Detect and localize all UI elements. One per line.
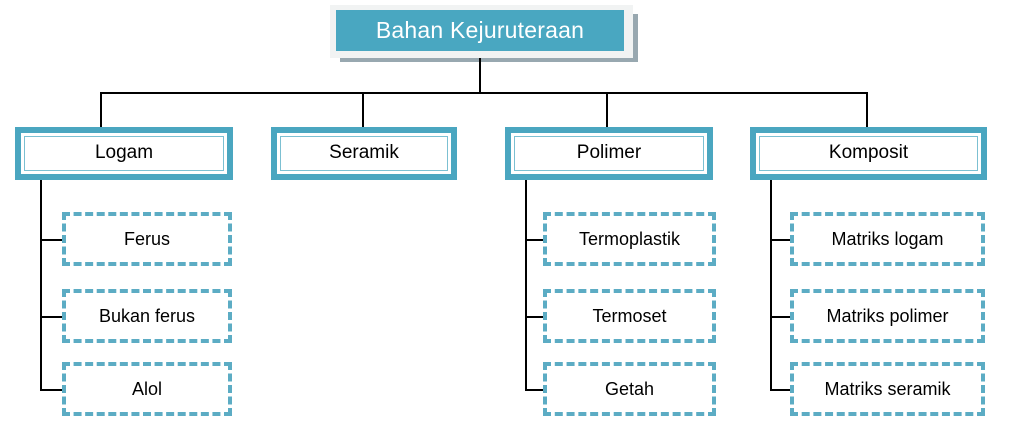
leaf-node-matriks-polimer-label: Matriks polimer bbox=[826, 305, 949, 326]
leaf-node-alol-label: Alol bbox=[131, 378, 162, 399]
leaf-node-bukan-ferus[interactable]: Bukan ferus bbox=[62, 289, 232, 343]
branch-node-logam-inner: Logam bbox=[21, 133, 227, 174]
leaf-node-termoset-label: Termoset bbox=[592, 305, 667, 326]
connector-stub-alol bbox=[40, 389, 64, 391]
leaf-node-getah-label: Getah bbox=[604, 378, 655, 399]
leaf-node-matriks-logam[interactable]: Matriks logam bbox=[790, 212, 985, 266]
connector-stub-getah bbox=[525, 389, 545, 391]
connector-stub-matriks-logam bbox=[770, 239, 792, 241]
leaf-node-matriks-seramik[interactable]: Matriks seramik bbox=[790, 362, 985, 416]
branch-node-komposit[interactable]: Komposit bbox=[750, 127, 987, 180]
branch-node-seramik[interactable]: Seramik bbox=[271, 127, 457, 180]
connector-drop-logam bbox=[100, 92, 102, 130]
connector-spine-komposit bbox=[770, 180, 772, 391]
branch-node-logam[interactable]: Logam bbox=[15, 127, 233, 180]
connector-stub-bukan-ferus bbox=[40, 316, 64, 318]
branch-node-seramik-label: Seramik bbox=[329, 141, 399, 163]
leaf-node-matriks-polimer[interactable]: Matriks polimer bbox=[790, 289, 985, 343]
connector-horizontal-bus bbox=[100, 92, 868, 94]
branch-node-seramik-inner: Seramik bbox=[277, 133, 451, 174]
branch-node-logam-label: Logam bbox=[94, 141, 154, 163]
connector-stub-termoplastik bbox=[525, 239, 545, 241]
connector-stub-matriks-seramik bbox=[770, 389, 792, 391]
leaf-node-bukan-ferus-label: Bukan ferus bbox=[98, 305, 196, 326]
root-node-bahan-kejuruteraan[interactable]: Bahan Kejuruteraan bbox=[336, 10, 624, 51]
connector-spine-logam bbox=[40, 180, 42, 391]
branch-node-komposit-label: Komposit bbox=[828, 141, 909, 163]
connector-stub-matriks-polimer bbox=[770, 316, 792, 318]
connector-root-stem bbox=[479, 58, 481, 94]
leaf-node-termoplastik-label: Termoplastik bbox=[578, 228, 681, 249]
connector-stub-ferus bbox=[40, 239, 64, 241]
leaf-node-alol[interactable]: Alol bbox=[62, 362, 232, 416]
connector-drop-seramik bbox=[362, 92, 364, 130]
connector-stub-termoset bbox=[525, 316, 545, 318]
leaf-node-termoset[interactable]: Termoset bbox=[543, 289, 716, 343]
leaf-node-termoplastik[interactable]: Termoplastik bbox=[543, 212, 716, 266]
leaf-node-matriks-seramik-label: Matriks seramik bbox=[824, 378, 951, 399]
branch-node-polimer-label: Polimer bbox=[576, 141, 642, 163]
leaf-node-matriks-logam-label: Matriks logam bbox=[831, 228, 944, 249]
connector-drop-komposit bbox=[866, 92, 868, 130]
branch-node-komposit-inner: Komposit bbox=[756, 133, 981, 174]
connector-drop-polimer bbox=[606, 92, 608, 130]
leaf-node-getah[interactable]: Getah bbox=[543, 362, 716, 416]
leaf-node-ferus[interactable]: Ferus bbox=[62, 212, 232, 266]
root-node-label: Bahan Kejuruteraan bbox=[375, 17, 585, 43]
branch-node-polimer-inner: Polimer bbox=[511, 133, 707, 174]
leaf-node-ferus-label: Ferus bbox=[123, 228, 170, 249]
branch-node-polimer[interactable]: Polimer bbox=[505, 127, 713, 180]
connector-spine-polimer bbox=[525, 180, 527, 391]
